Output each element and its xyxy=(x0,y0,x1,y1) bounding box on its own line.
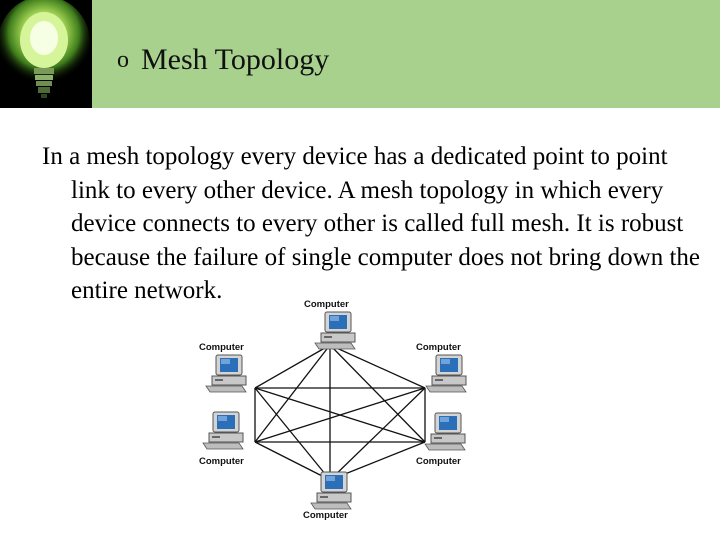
computer-node-top: Computer xyxy=(304,299,356,350)
slide-header: o Mesh Topology xyxy=(0,0,720,108)
computer-node-lower-left: Computer xyxy=(199,411,244,467)
light-bulb-icon xyxy=(0,0,92,108)
body-paragraph: In a mesh topology every device has a de… xyxy=(42,143,700,305)
desktop-computer-icon xyxy=(310,471,352,510)
title-bullet: o xyxy=(117,46,129,73)
computer-node-upper-left: Computer xyxy=(199,342,247,393)
node-label: Computer xyxy=(416,342,461,353)
computer-node-lower-right: Computer xyxy=(416,412,466,467)
desktop-computer-icon xyxy=(314,311,356,350)
node-label: Computer xyxy=(304,299,349,310)
desktop-computer-icon xyxy=(202,411,244,450)
slide-title: o Mesh Topology xyxy=(117,40,329,80)
node-label: Computer xyxy=(416,456,461,467)
desktop-computer-icon xyxy=(424,412,466,451)
mesh-links xyxy=(254,344,426,481)
node-label: Computer xyxy=(199,342,244,353)
desktop-computer-icon xyxy=(205,354,247,393)
desktop-computer-icon xyxy=(425,354,467,393)
mesh-topology-diagram: Computer Computer Computer Computer Comp… xyxy=(199,299,467,521)
title-text: Mesh Topology xyxy=(141,43,330,76)
computer-node-bottom: Computer xyxy=(303,471,352,521)
node-label: Computer xyxy=(199,456,244,467)
node-label: Computer xyxy=(303,510,348,521)
computer-node-upper-right: Computer xyxy=(416,342,467,393)
